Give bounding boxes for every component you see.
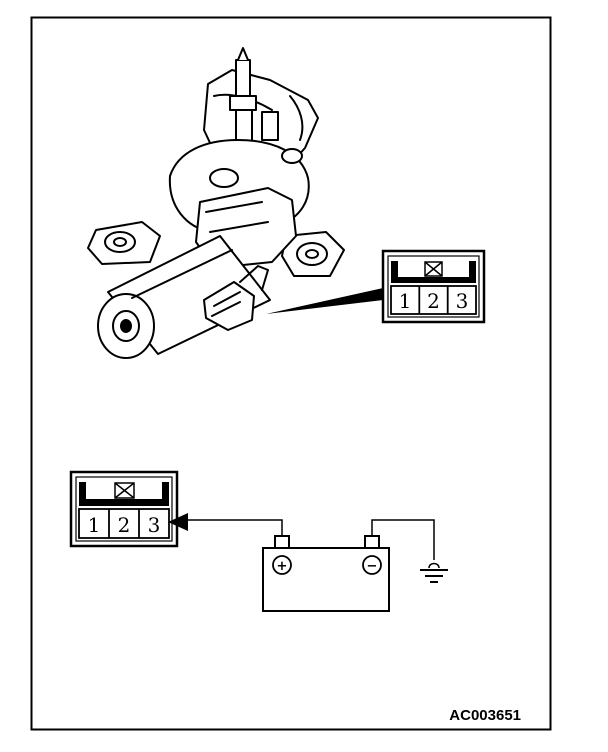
connector-top: 1 2 3	[381, 249, 486, 324]
connector-top-pin-2: 2	[427, 289, 440, 313]
wiper-motor-illustration	[87, 47, 345, 359]
connector-bottom-pin-3: 3	[148, 513, 161, 537]
connector-bottom-pin-2: 2	[118, 513, 131, 537]
lead-arrow-head	[168, 513, 188, 531]
callout-pointer	[266, 288, 383, 314]
connector-lock-icon	[424, 261, 443, 277]
figure-frame	[30, 16, 552, 731]
battery-icon: + −	[262, 535, 390, 612]
connector-lock-icon	[114, 482, 135, 499]
battery-negative-symbol: −	[367, 559, 378, 574]
ground-icon	[420, 562, 448, 583]
positive-lead-wire	[186, 519, 283, 536]
battery-positive-symbol: +	[277, 559, 288, 574]
figure-code: AC003651	[449, 707, 521, 724]
connector-bottom: 1 2 3	[69, 470, 179, 548]
connector-top-pin-3: 3	[456, 289, 469, 313]
negative-lead-wire	[371, 519, 435, 560]
connector-top-pin-1: 1	[399, 289, 412, 313]
connector-bottom-pin-1: 1	[88, 513, 101, 537]
